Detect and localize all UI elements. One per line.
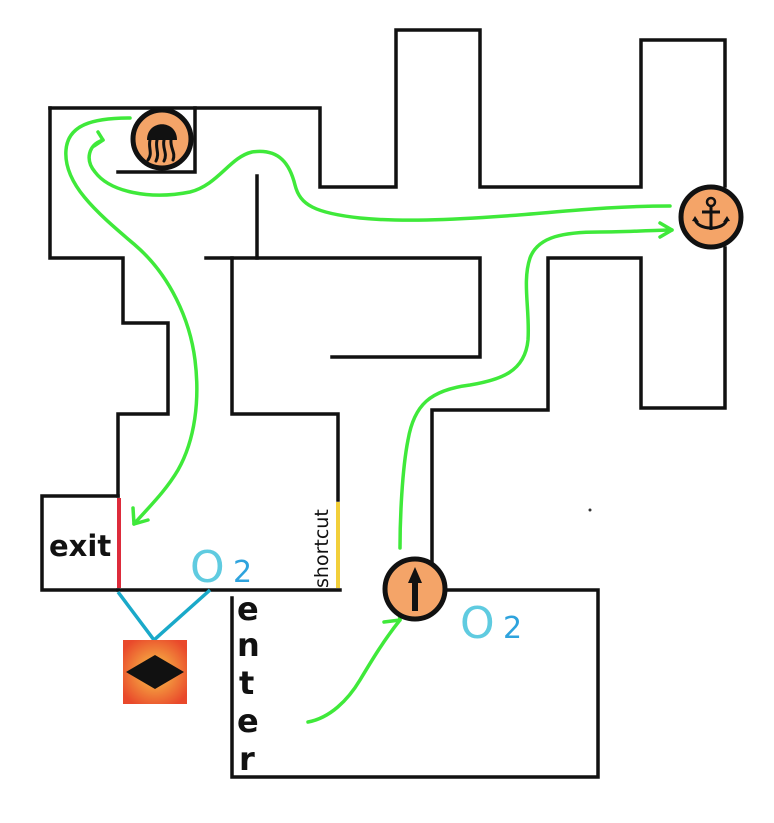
stray-dot [588,508,592,512]
wall-jellyfish-nook [116,106,197,174]
exit-label: exit [49,529,111,563]
o2-symbol: O [460,598,495,649]
wall-entry-room [230,588,600,779]
shortcut-label: shortcut [311,509,333,588]
route-jellyfish-to-exit [64,116,199,526]
enter-letter: n [237,626,260,664]
o2-subscript: 2 [233,555,252,590]
maze-walls [40,28,727,779]
route-arrow-to-anchor [398,228,674,550]
wall-right-column [430,246,727,567]
o2-label-exit: O 2 [190,542,252,593]
tether-lines [116,588,212,643]
up-arrow-icon [382,556,448,622]
diamond-block-icon [123,640,187,704]
route-entry-to-arrow [306,618,402,724]
enter-letter: e [237,702,259,740]
enter-letter: r [239,740,255,778]
wall-left-outer [48,106,170,498]
jellyfish-icon [130,107,194,171]
enter-letter: t [239,664,254,702]
routes [64,116,674,724]
o2-subscript: 2 [503,611,522,646]
route-arrowheads [92,130,674,624]
wall-center-block [204,256,482,359]
anchor-icon [678,184,744,250]
wall-center-lower [230,256,340,502]
enter-letter: e [237,590,259,628]
route-anchor-to-jellyfish [87,138,672,222]
wall-exit-room [40,494,120,592]
enter-label: e n t e r [237,590,260,778]
o2-symbol: O [190,542,225,593]
o2-label-entry: O 2 [460,598,522,649]
wall-top-left-room [48,28,727,189]
